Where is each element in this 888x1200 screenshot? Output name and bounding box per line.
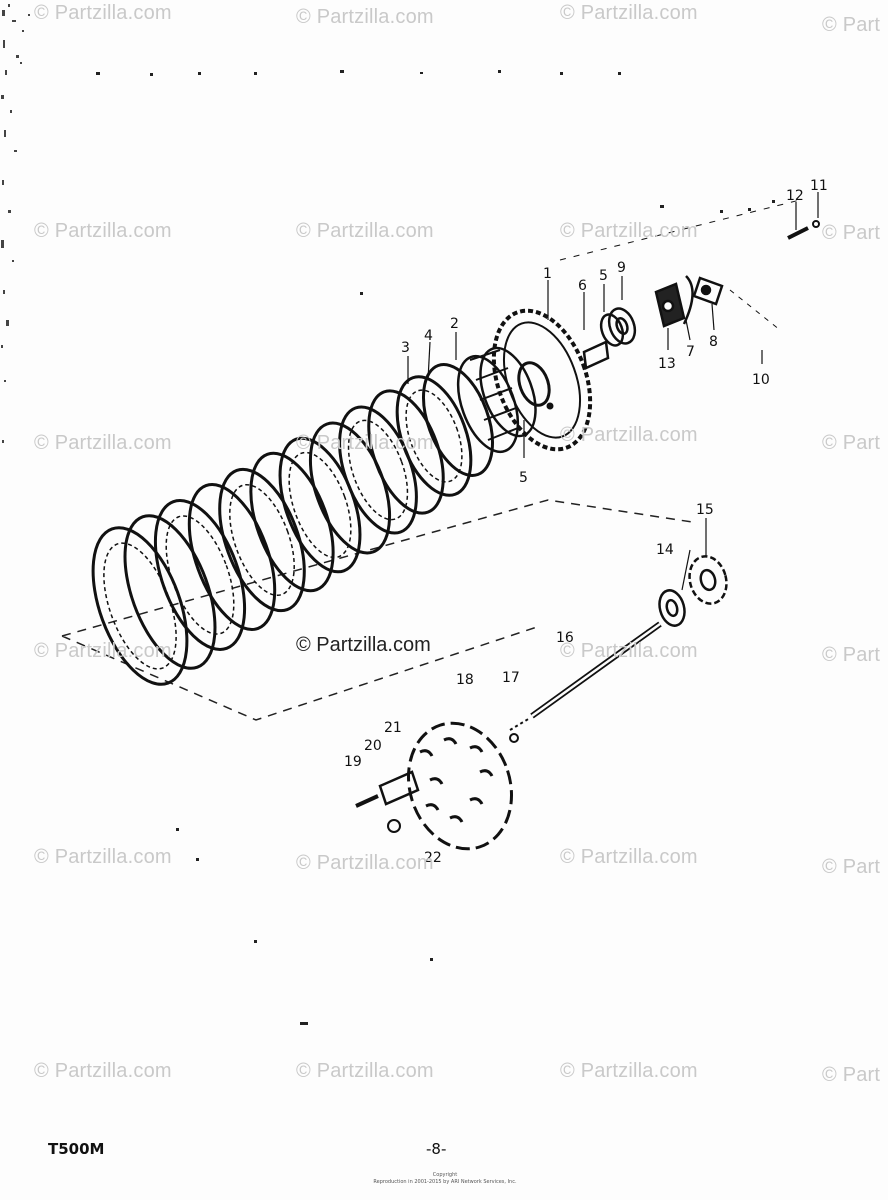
watermark-truncated: © Part	[822, 1064, 881, 1086]
watermark: © Partzilla.com	[560, 424, 698, 446]
pressure-plate-assembly	[355, 721, 514, 851]
shaft-spacer-and-bearing	[582, 307, 637, 370]
callout-16: 16	[556, 630, 574, 646]
clutch-push-rod	[509, 621, 662, 743]
callout-12: 12	[786, 188, 804, 204]
scan-specks	[96, 70, 775, 1025]
adjuster-screw	[559, 199, 820, 331]
callout-labels: 1 2 3 4 5 5 6 7 8 9 10 11 12 13 14 15 16…	[344, 178, 828, 866]
callout-11: 11	[810, 178, 828, 194]
watermark: © Partzilla.com	[560, 2, 698, 24]
callout-18: 18	[456, 672, 474, 688]
page-number: -8-	[426, 1140, 447, 1158]
callout-5-lower: 5	[519, 470, 528, 486]
watermark: © Partzilla.com	[34, 2, 172, 24]
watermark-truncated: © Part	[822, 432, 881, 454]
copyright-line: Reproduction in 2001-2015 by ARI Network…	[373, 1179, 517, 1185]
callout-9: 9	[617, 260, 626, 276]
callout-17: 17	[502, 670, 520, 686]
watermark: © Partzilla.com	[560, 846, 698, 868]
callout-19: 19	[344, 754, 362, 770]
callout-13: 13	[658, 356, 676, 372]
watermark: © Partzilla.com	[560, 220, 698, 242]
watermark: © Partzilla.com	[296, 852, 434, 874]
callout-6: 6	[578, 278, 587, 294]
watermark: © Partzilla.com	[34, 220, 172, 242]
clutch-plate-stack	[91, 363, 494, 686]
callout-14: 14	[656, 542, 674, 558]
watermark-dark: © Partzilla.com	[296, 634, 431, 656]
watermark: © Partzilla.com	[34, 432, 172, 454]
watermark: © Partzilla.com	[34, 640, 172, 662]
watermark: © Partzilla.com	[560, 640, 698, 662]
watermark: © Partzilla.com	[560, 1060, 698, 1082]
scan-edge-noise	[1, 4, 30, 443]
callout-2: 2	[450, 316, 459, 332]
clutch-sleeve-hub	[456, 346, 537, 454]
watermark-truncated: © Part	[822, 14, 881, 36]
watermark-truncated: © Part	[822, 222, 881, 244]
callout-5-upper: 5	[599, 268, 608, 284]
pushrod-bearing	[658, 555, 728, 627]
clutch-housing-gear	[491, 308, 593, 452]
callout-1: 1	[543, 266, 552, 282]
callout-7: 7	[686, 344, 695, 360]
watermark: © Partzilla.com	[296, 6, 434, 28]
clutch-release-parts	[654, 275, 724, 328]
watermark: © Partzilla.com	[296, 1060, 434, 1082]
watermark-truncated: © Part	[822, 644, 881, 666]
watermark: © Partzilla.com	[296, 220, 434, 242]
watermark: © Partzilla.com	[34, 1060, 172, 1082]
callout-22: 22	[424, 850, 442, 866]
watermark: © Partzilla.com	[34, 846, 172, 868]
callout-4: 4	[424, 328, 433, 344]
callout-3: 3	[401, 340, 410, 356]
callout-10: 10	[752, 372, 770, 388]
copyright-notice: Copyright Reproduction in 2001-2015 by A…	[350, 1172, 540, 1186]
callout-15: 15	[696, 502, 714, 518]
watermark: © Partzilla.com	[296, 432, 434, 454]
callout-20: 20	[364, 738, 382, 754]
callout-leaders	[407, 192, 819, 591]
model-code: T500M	[48, 1140, 105, 1158]
callout-21: 21	[384, 720, 402, 736]
copyright-line: Copyright	[432, 1172, 458, 1178]
watermark-truncated: © Part	[822, 856, 881, 878]
callout-8: 8	[709, 334, 718, 350]
